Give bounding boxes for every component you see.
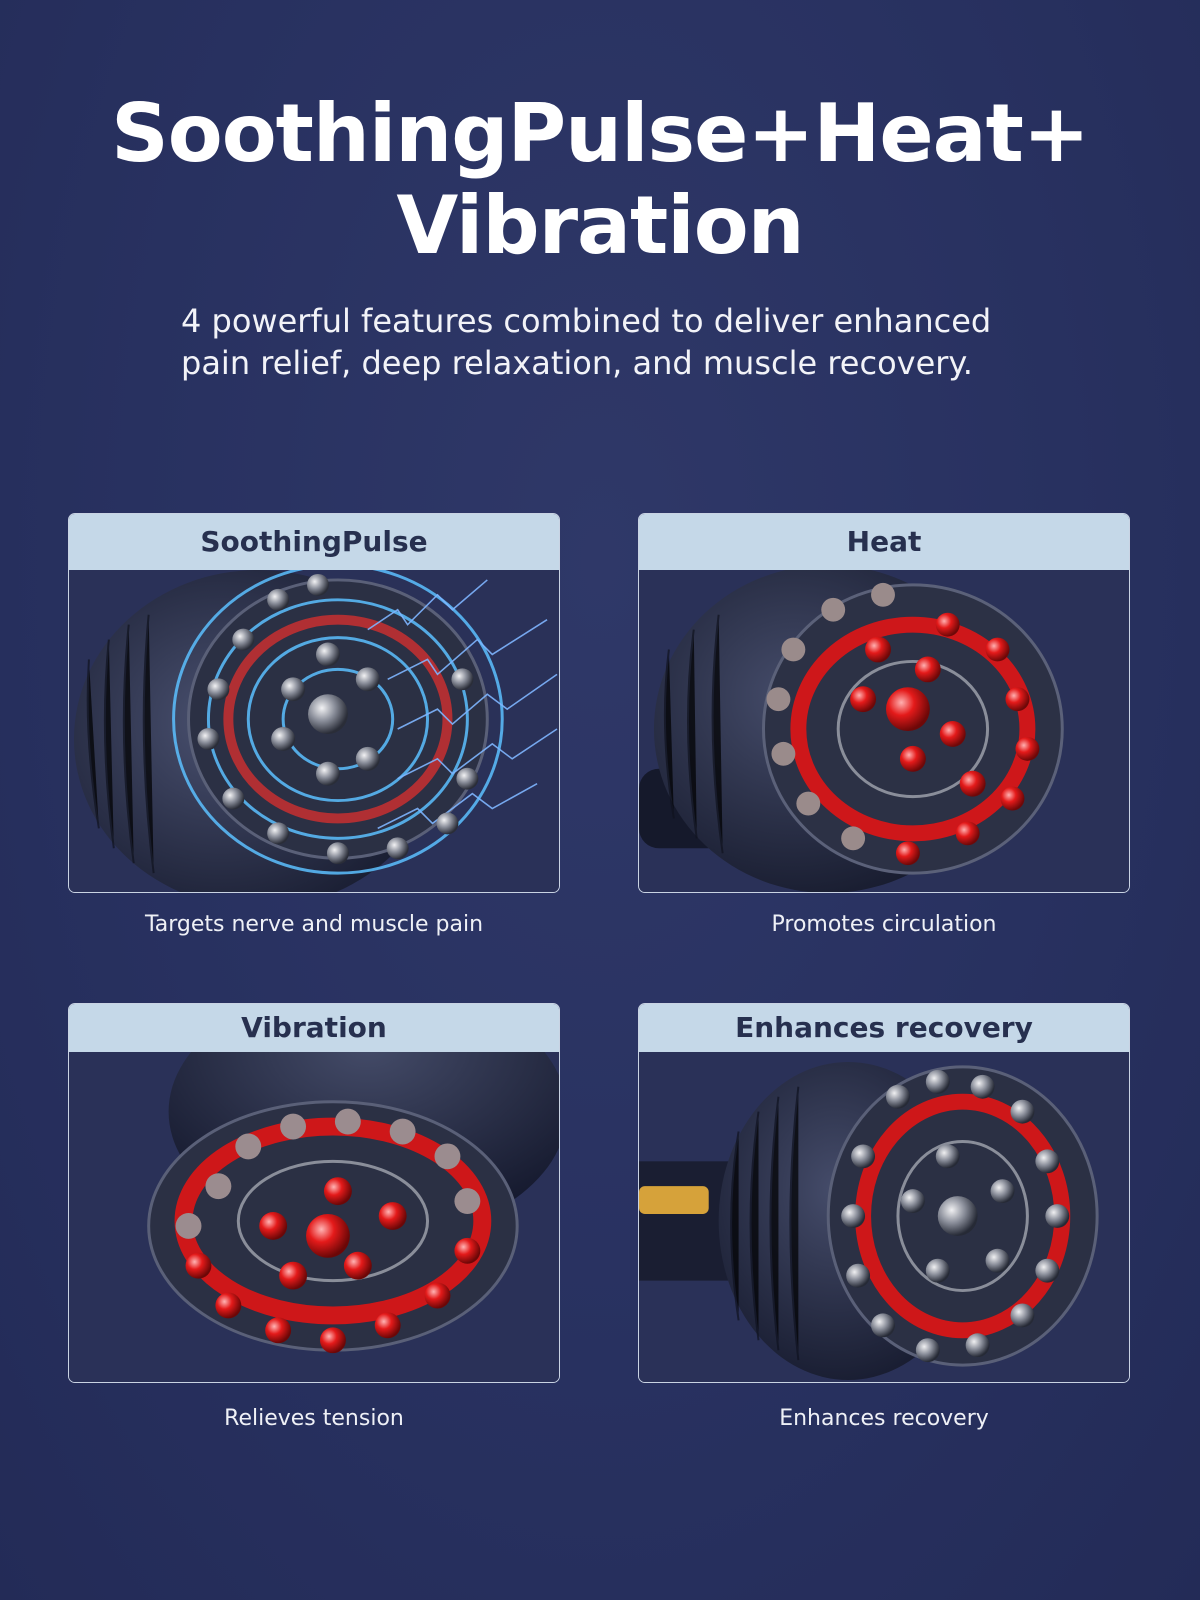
feature-card-heat: Heat	[638, 513, 1130, 893]
feature-caption-enhances-recovery: Enhances recovery	[779, 1406, 989, 1431]
feature-caption-soothingpulse: Targets nerve and muscle pain	[144, 912, 484, 937]
feature-card-soothingpulse: SoothingPulse	[68, 513, 560, 893]
subheadline-line-1: 4 powerful features combined to deliver …	[181, 302, 992, 340]
headline-line-2: Vibration	[396, 179, 804, 272]
feature-caption-vibration: Relieves tension	[224, 1406, 404, 1431]
subheadline: 4 powerful features combined to deliver …	[181, 300, 1081, 384]
feature-card-title: Heat	[639, 514, 1129, 570]
feature-caption-heat: Promotes circulation	[771, 912, 997, 937]
feature-card-title: SoothingPulse	[69, 514, 559, 570]
headline: SoothingPulse+Heat+ Vibration	[0, 88, 1200, 272]
massager-pulse-image	[69, 570, 559, 892]
headline-line-1: SoothingPulse+Heat+	[111, 87, 1090, 180]
massager-vibration-image	[69, 1052, 559, 1382]
massager-heat-image	[639, 570, 1129, 892]
massager-recovery-image	[639, 1052, 1129, 1382]
feature-card-vibration: Vibration	[68, 1003, 560, 1383]
feature-card-title: Vibration	[69, 1004, 559, 1052]
feature-card-enhances-recovery: Enhances recovery	[638, 1003, 1130, 1383]
feature-card-title: Enhances recovery	[639, 1004, 1129, 1052]
subheadline-line-2: pain relief, deep relaxation, and muscle…	[181, 344, 973, 382]
